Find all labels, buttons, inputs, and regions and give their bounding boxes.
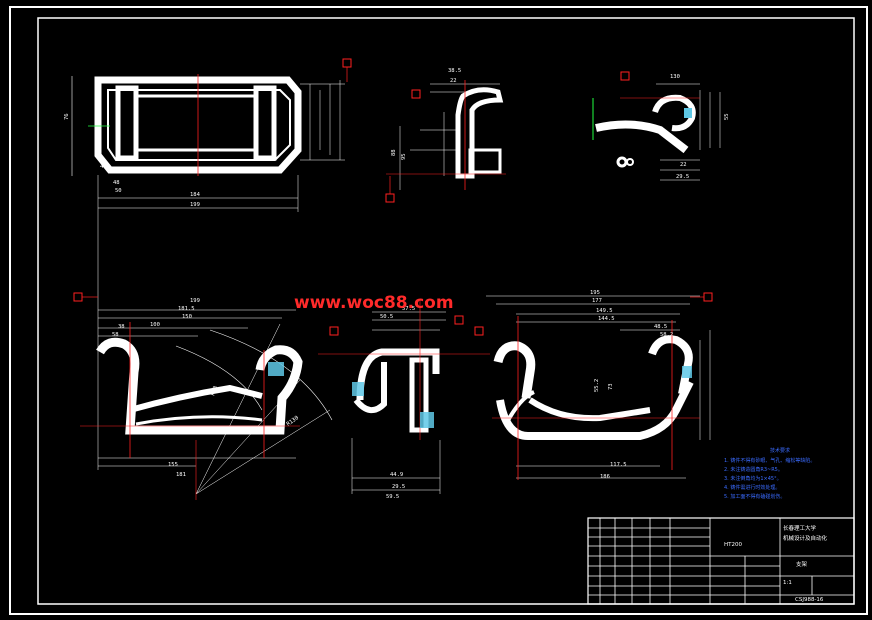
datum-marker xyxy=(620,71,630,81)
dim-text: 199 xyxy=(190,202,200,208)
dim-text: 38 xyxy=(118,324,125,330)
title-part-name: 支架 xyxy=(796,560,808,568)
dim-text: 50.5 xyxy=(380,314,393,320)
dim-text: 181.5 xyxy=(178,306,195,312)
tech-note-item: 5. 加工面不得有磕碰划伤。 xyxy=(724,493,785,500)
dim-text: 38.5 xyxy=(448,68,461,74)
dim-text: 144.5 xyxy=(598,316,615,322)
section-hatch xyxy=(684,108,692,118)
section-hatch xyxy=(352,382,364,396)
bottom-left-view xyxy=(96,300,333,495)
tech-notes-heading: 技术要求 xyxy=(770,447,790,454)
dim-text: 22 xyxy=(450,78,457,84)
dim-text: 76 xyxy=(64,113,70,120)
dim-text: 130 xyxy=(670,74,680,80)
dim-text: 95 xyxy=(401,153,407,160)
title-scale: 1:1 xyxy=(783,580,792,586)
datum-marker xyxy=(454,315,464,325)
dim-text: 58 xyxy=(112,332,119,338)
dim-text: 199 xyxy=(190,298,200,304)
dim-text: 48 xyxy=(113,180,120,186)
dim-text: 57.5 xyxy=(402,306,415,312)
datum-marker xyxy=(411,89,421,99)
dim-text: 100 xyxy=(150,322,160,328)
bottom-right-view xyxy=(486,295,711,479)
datum-marker xyxy=(385,193,395,203)
dim-text: 59.5 xyxy=(386,494,399,500)
dim-text: 184 xyxy=(190,192,201,198)
dim-text: 155 xyxy=(168,462,178,468)
watermark: www.woc88.com xyxy=(294,293,454,313)
dim-text: 73 xyxy=(608,383,614,390)
dim-text: 55 xyxy=(724,113,730,120)
dim-text: 177 xyxy=(592,298,602,304)
dim-text: R58 xyxy=(210,385,219,396)
dim-text: 150 xyxy=(182,314,192,320)
title-material: HT200 xyxy=(724,542,742,548)
bottom-center-view xyxy=(351,311,446,494)
datum-marker xyxy=(474,326,484,336)
dim-text: 117.5 xyxy=(610,462,627,468)
dim-text: 29.5 xyxy=(676,174,689,180)
dim-text: 48.5 xyxy=(654,324,667,330)
title-school-line2: 机械设计及自动化 xyxy=(783,534,828,542)
dim-text: 181 xyxy=(176,472,186,478)
datum-marker xyxy=(73,292,83,302)
dim-text: 50 xyxy=(115,188,122,194)
dim-text: 40 xyxy=(100,164,107,170)
title-drawing-no: CSJ988-16 xyxy=(795,597,824,603)
top-center-view xyxy=(399,83,504,190)
outer-frame xyxy=(9,6,868,615)
dim-text: 44.9 xyxy=(390,472,403,478)
dim-text: 55.2 xyxy=(594,379,600,392)
dim-text: 88 xyxy=(391,149,397,156)
top-left-view xyxy=(71,76,345,300)
dim-text: 58.2 xyxy=(660,332,673,338)
section-hatch xyxy=(268,362,284,376)
section-hatch xyxy=(420,412,434,428)
dim-text: 29.5 xyxy=(392,484,405,490)
top-right-view xyxy=(595,83,721,181)
inner-frame xyxy=(37,17,855,605)
tech-note-item: 4. 铸件需进行时效处理。 xyxy=(724,484,780,491)
title-block xyxy=(587,517,855,605)
section-hatch xyxy=(682,366,692,378)
title-school-line1: 长春理工大学 xyxy=(783,524,817,532)
datum-marker xyxy=(342,58,352,68)
dim-text: 186 xyxy=(600,474,610,480)
datum-marker xyxy=(703,292,713,302)
dim-text: 22 xyxy=(680,162,687,168)
dim-text: 149.5 xyxy=(596,308,613,314)
datum-marker xyxy=(329,326,339,336)
tech-note-item: 2. 未注铸造圆角R3~R5。 xyxy=(724,466,783,473)
tech-note-item: 3. 未注倒角均为1×45°。 xyxy=(724,475,782,482)
tech-note-item: 1. 铸件不得有砂眼、气孔、缩松等缺陷。 xyxy=(724,457,815,464)
dim-text: 195 xyxy=(590,290,600,296)
tech-notes: 技术要求 1. 铸件不得有砂眼、气孔、缩松等缺陷。 2. 未注铸造圆角R3~R5… xyxy=(724,447,815,500)
